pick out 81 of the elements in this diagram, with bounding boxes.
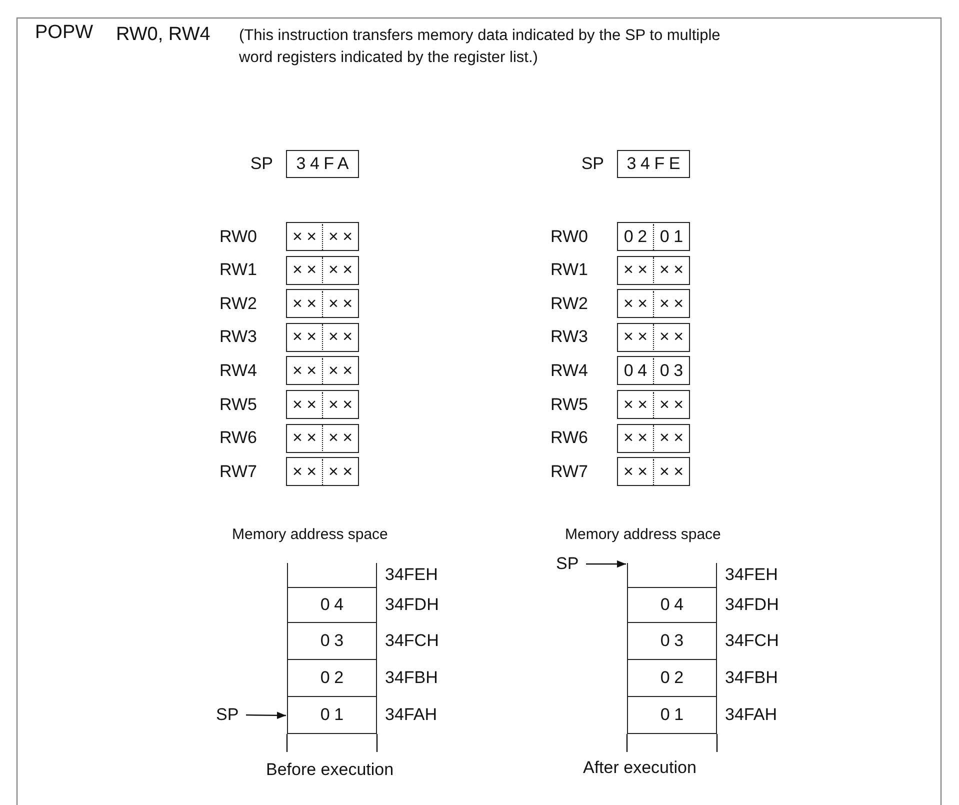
instruction-mnemonic: POPW (35, 22, 94, 44)
register-byte: ×× (287, 458, 323, 485)
pointer-label: SP (556, 553, 584, 575)
memory-byte: 03 (319, 631, 349, 651)
register-byte: ×× (287, 257, 323, 284)
register-name: RW5 (550, 394, 588, 414)
memory-byte: 04 (659, 595, 689, 615)
register-name: RW3 (220, 327, 257, 348)
register-byte: ×× (327, 260, 358, 280)
register-byte: ×× (327, 294, 358, 314)
register-byte: ×× (327, 428, 358, 448)
memory-byte: 04 (319, 595, 349, 615)
register-name: RW5 (220, 394, 257, 414)
memory-address: 34FBH (385, 668, 438, 688)
memory-address: 34FCH (725, 631, 779, 651)
memory-byte: 02 (319, 668, 349, 688)
memory-address: 34FCH (385, 631, 439, 651)
register-name: RW0 (220, 226, 257, 246)
pointer-name: SP (581, 154, 604, 174)
arrow (586, 560, 626, 568)
register-byte: ×× (658, 294, 689, 314)
memory-address: 34FBH (725, 668, 778, 688)
register-byte: 01 (658, 226, 688, 246)
instruction-operands: RW0, RW4 (116, 24, 210, 46)
memory-address: 34FDH (725, 595, 779, 615)
register-byte: ×× (287, 224, 323, 250)
register-byte: ×× (327, 394, 358, 414)
register-name: RW6 (220, 428, 257, 448)
register-byte: 02 (618, 224, 654, 250)
register-name: RW2 (220, 294, 257, 314)
memory-caption: Memory address space (565, 526, 721, 543)
register-name: RW3 (550, 327, 588, 348)
pointer-value: 34FE (626, 154, 686, 174)
register-byte: ×× (658, 394, 689, 414)
register-byte: ×× (327, 327, 358, 348)
memory-caption: Memory address space (232, 526, 388, 543)
register-byte: ×× (287, 392, 323, 418)
register-name: RW1 (220, 260, 257, 280)
memory-byte: 01 (659, 705, 689, 725)
register-name: RW4 (220, 360, 257, 381)
register-byte: 03 (658, 360, 688, 381)
register-name: RW0 (550, 226, 588, 246)
register-byte: ×× (327, 462, 358, 482)
memory-address: 34FEH (385, 565, 438, 585)
register-byte: ×× (287, 324, 323, 350)
panel-caption: After execution (583, 758, 696, 778)
memory-byte: 01 (319, 705, 349, 725)
arrow (246, 712, 286, 719)
register-name: RW7 (220, 462, 257, 482)
register-byte: ×× (658, 428, 689, 448)
instruction-description: (This instruction transfers memory data indicated by the SP to multiple word registers indicated by the register list.) (238, 26, 722, 68)
register-name: RW7 (550, 462, 588, 482)
register-byte: ×× (618, 257, 654, 284)
pointer-name: SP (250, 154, 273, 174)
register-byte: ×× (618, 290, 654, 317)
register-name: RW6 (550, 428, 588, 448)
register-name: RW2 (550, 294, 588, 314)
memory-address: 34FDH (385, 595, 439, 615)
memory-address: 34FEH (725, 565, 778, 585)
register-name: RW1 (550, 260, 588, 280)
memory-byte: 03 (659, 631, 689, 651)
pointer-value: 34FA (295, 154, 354, 174)
register-byte: ×× (658, 327, 689, 348)
register-byte: ×× (287, 358, 323, 384)
register-byte: ×× (618, 324, 654, 350)
register-name: RW4 (550, 360, 588, 381)
register-byte: 04 (618, 358, 654, 384)
memory-address: 34FAH (385, 705, 437, 725)
register-byte: ×× (327, 360, 358, 381)
register-byte: ×× (327, 226, 358, 246)
memory-address: 34FAH (725, 705, 777, 725)
memory-byte: 02 (659, 668, 689, 688)
register-byte: ×× (618, 425, 654, 452)
register-byte: ×× (658, 462, 689, 482)
register-byte: ×× (618, 458, 654, 485)
panel-caption: Before execution (266, 760, 394, 780)
register-byte: ×× (618, 392, 654, 418)
pointer-label: SP (216, 704, 244, 726)
register-byte: ×× (658, 260, 689, 280)
register-byte: ×× (287, 425, 323, 452)
register-byte: ×× (287, 290, 323, 317)
